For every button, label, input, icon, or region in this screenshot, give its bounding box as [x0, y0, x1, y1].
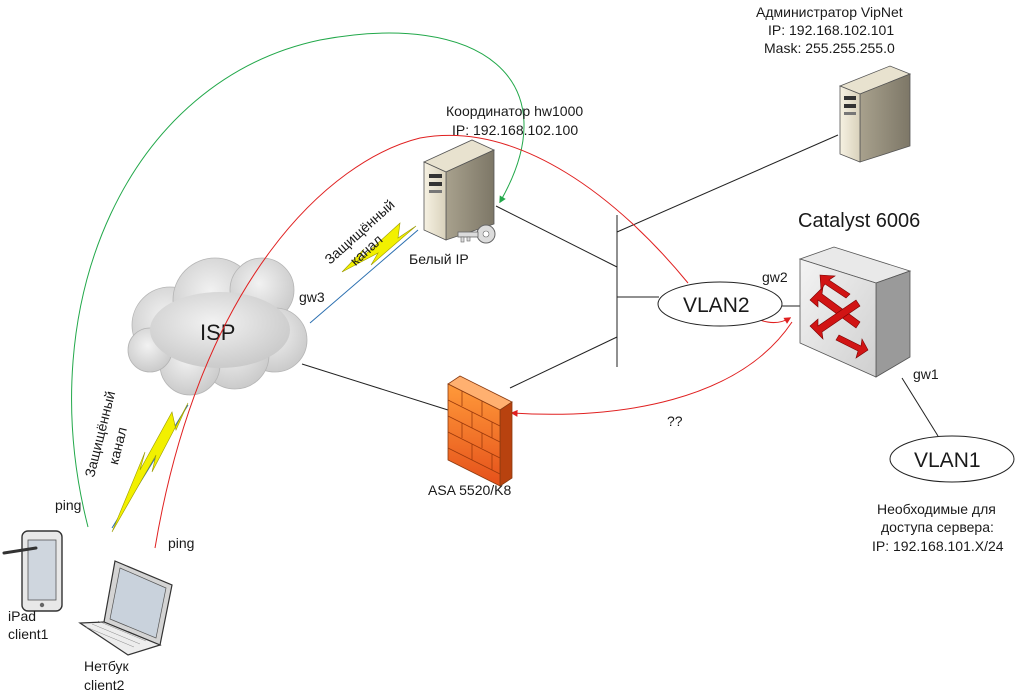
link-isp-asa [301, 363, 449, 411]
lightning-icon [341, 222, 417, 273]
firewall-icon [447, 375, 513, 487]
stylus-icon [2, 546, 38, 555]
ipad-name: iPad [8, 608, 36, 624]
vlan2-gateway: gw2 [762, 269, 788, 285]
vlan1-gateway: gw1 [913, 366, 939, 382]
netbook-client: client2 [84, 677, 125, 693]
lightning-bolts [111, 222, 417, 533]
vlan1-node [889, 435, 1015, 483]
link-coordinator-bus [495, 205, 618, 268]
link-bus-admin [616, 134, 839, 233]
green-secure-path [71, 32, 525, 528]
lightning-icon [111, 402, 189, 533]
coordinator-public-ip: Белый IP [409, 251, 469, 267]
ipad-client: client1 [8, 626, 49, 642]
requirements-line2: доступа сервера: [881, 519, 994, 535]
coordinator-name: Координатор hw1000 [446, 103, 583, 119]
admin-ip: IP: 192.168.102.101 [768, 22, 894, 38]
red-path-coordinator [154, 134, 689, 549]
netbook-ping: ping [168, 535, 194, 551]
admin-server [838, 65, 912, 163]
catalyst-name: Catalyst 6006 [798, 210, 920, 232]
isp-label: ISP [200, 320, 235, 345]
link-catalyst-vlan1 [901, 377, 939, 437]
admin-name: Администратор VipNet [756, 4, 903, 20]
coordinator-server [423, 139, 495, 241]
requirements-line1: Необходимые для [877, 501, 996, 517]
vlan2-node [657, 281, 783, 327]
requirements-line3: IP: 192.168.101.X/24 [872, 538, 1004, 554]
key-icon [457, 224, 496, 244]
asa-label: ASA 5520/K8 [428, 482, 512, 498]
secure-channel-lower-line2: канал [105, 425, 130, 466]
red-path-asa [510, 321, 793, 417]
connection-lines [111, 134, 939, 529]
vlan2-label: VLAN2 [683, 294, 750, 317]
switch-arrows-icon [809, 274, 869, 359]
coordinator-ip: IP: 192.168.102.100 [452, 122, 578, 138]
isp-gateway: gw3 [299, 289, 325, 305]
link-asa-bus [509, 336, 618, 389]
ipad-ping: ping [55, 497, 81, 513]
paths [71, 32, 793, 549]
link-isp-coordinator-blue [309, 229, 419, 324]
laptop-icon [78, 560, 173, 656]
vlan1-label: VLAN1 [914, 449, 981, 472]
secure-channel-lower: Защищённый канал [81, 389, 130, 478]
admin-mask: Mask: 255.255.255.0 [764, 40, 895, 56]
catalyst-switch [798, 246, 912, 378]
netbook-name: Нетбук [84, 658, 130, 674]
asa-question: ?? [667, 413, 683, 429]
tablet-icon [2, 530, 63, 612]
isp-cloud [127, 257, 308, 396]
